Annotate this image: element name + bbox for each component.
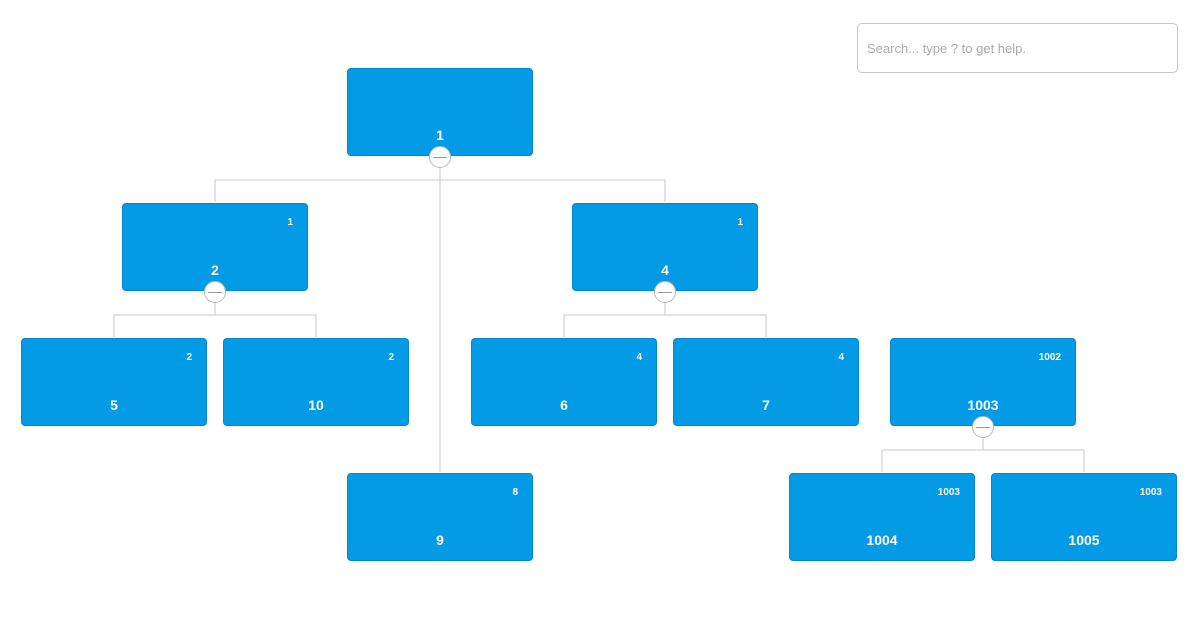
link-1-4 <box>440 179 666 202</box>
node-id: 9 <box>436 532 444 548</box>
node-parent-id: 8 <box>512 487 518 498</box>
collapse-toggle-node-1[interactable] <box>429 146 451 168</box>
node-id: 2 <box>211 262 219 278</box>
link-4-7 <box>665 314 767 337</box>
node-parent-id: 2 <box>186 352 192 363</box>
node-10[interactable]: 2 10 <box>223 338 409 426</box>
node-9[interactable]: 8 9 <box>347 473 533 561</box>
node-id: 4 <box>661 262 669 278</box>
node-2[interactable]: 1 2 <box>122 203 308 291</box>
node-parent-id: 1003 <box>1139 487 1162 498</box>
node-parent-id: 4 <box>838 352 844 363</box>
node-id: 1005 <box>1068 532 1100 548</box>
link-1-2 <box>214 157 441 202</box>
node-id: 1 <box>436 127 444 143</box>
link-2-10 <box>215 314 317 337</box>
node-id: 1003 <box>967 397 999 413</box>
link-4-6 <box>563 292 666 337</box>
node-id: 7 <box>762 397 770 413</box>
collapse-toggle-node-1003[interactable] <box>972 416 994 438</box>
node-parent-id: 1003 <box>937 487 960 498</box>
node-parent-id: 1 <box>287 217 293 228</box>
node-id: 1004 <box>866 532 898 548</box>
node-parent-id: 4 <box>636 352 642 363</box>
node-4[interactable]: 1 4 <box>572 203 758 291</box>
node-id: 6 <box>560 397 568 413</box>
collapse-toggle-node-2[interactable] <box>204 281 226 303</box>
node-parent-id: 1 <box>737 217 743 228</box>
node-parent-id: 2 <box>388 352 394 363</box>
node-id: 10 <box>308 397 324 413</box>
node-parent-id: 1002 <box>1038 352 1061 363</box>
search-input[interactable] <box>858 24 1167 72</box>
link-2-5 <box>113 292 216 337</box>
link-1003-1004 <box>881 427 984 472</box>
node-5[interactable]: 2 5 <box>21 338 207 426</box>
node-1005[interactable]: 1003 1005 <box>991 473 1177 561</box>
search-box <box>857 23 1178 73</box>
node-1003[interactable]: 1002 1003 <box>890 338 1076 426</box>
node-id: 5 <box>110 397 118 413</box>
link-1003-1005 <box>983 449 1085 472</box>
collapse-toggle-node-4[interactable] <box>654 281 676 303</box>
node-7[interactable]: 4 7 <box>673 338 859 426</box>
node-1004[interactable]: 1003 1004 <box>789 473 975 561</box>
node-1[interactable]: 1 <box>347 68 533 156</box>
node-6[interactable]: 4 6 <box>471 338 657 426</box>
